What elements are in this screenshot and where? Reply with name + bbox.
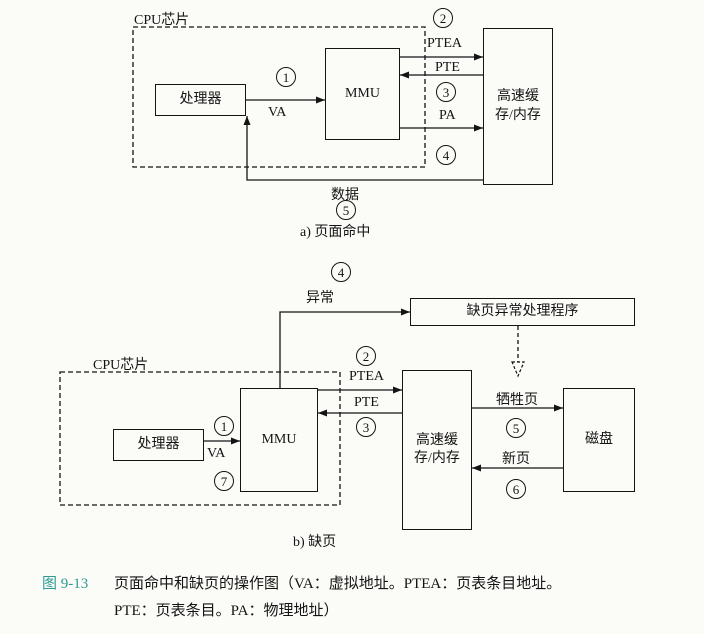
exception-arrow-b	[279, 308, 410, 388]
data-label-a: 数据	[331, 188, 359, 203]
part-a-caption: a) 页面命中	[300, 225, 371, 240]
step-2-badge-b: 2	[356, 346, 376, 366]
mmu-box-a: MMU	[325, 48, 400, 140]
new-page-label-b: 新页	[502, 452, 530, 467]
processor-box-b: 处理器	[113, 429, 204, 461]
step-1-badge-b: 1	[214, 416, 234, 436]
va-label-b: VA	[207, 446, 226, 461]
step-4-badge-b: 4	[331, 262, 351, 282]
pa-label-a: PA	[439, 108, 456, 123]
page-fault-handler-box-b: 缺页异常处理程序	[410, 298, 635, 326]
victim-page-label-b: 牺牲页	[496, 393, 538, 408]
step-4-badge-a: 4	[436, 145, 456, 165]
pte-label-b: PTE	[354, 395, 379, 410]
figure-caption-line1: 页面命中和缺页的操作图（VA：虚拟地址。PTEA：页表条目地址。	[114, 576, 562, 592]
cache-memory-box-b: 高速缓 存/内存	[402, 370, 472, 530]
figure-number: 图 9-13	[42, 576, 89, 592]
va-label-a: VA	[268, 105, 287, 120]
ptea-label-b: PTEA	[349, 369, 384, 384]
step-5-badge-b: 5	[506, 418, 526, 438]
step-2-badge-a: 2	[433, 8, 453, 28]
pte-label-a: PTE	[435, 60, 460, 75]
step-6-badge-b: 6	[506, 479, 526, 499]
cpu-chip-label-b: CPU芯片	[93, 358, 149, 373]
part-b-caption: b) 缺页	[293, 535, 337, 550]
ptea-label-a: PTEA	[427, 36, 462, 51]
mmu-box-b: MMU	[240, 388, 318, 492]
step-3-badge-a: 3	[436, 82, 456, 102]
step-7-badge-b: 7	[214, 471, 234, 491]
step-5-badge-a: 5	[336, 200, 356, 220]
step-1-badge-a: 1	[276, 67, 296, 87]
figure-caption-line2: PTE：页表条目。PA：物理地址）	[114, 603, 339, 619]
processor-box-a: 处理器	[155, 84, 246, 116]
disk-box-b: 磁盘	[563, 388, 635, 492]
handler-dashed-arrowhead-b	[511, 361, 525, 378]
cache-memory-box-a: 高速缓 存/内存	[483, 28, 553, 185]
exception-label-b: 异常	[306, 291, 334, 306]
cpu-chip-label-a: CPU芯片	[134, 13, 190, 28]
step-3-badge-b: 3	[356, 417, 376, 437]
